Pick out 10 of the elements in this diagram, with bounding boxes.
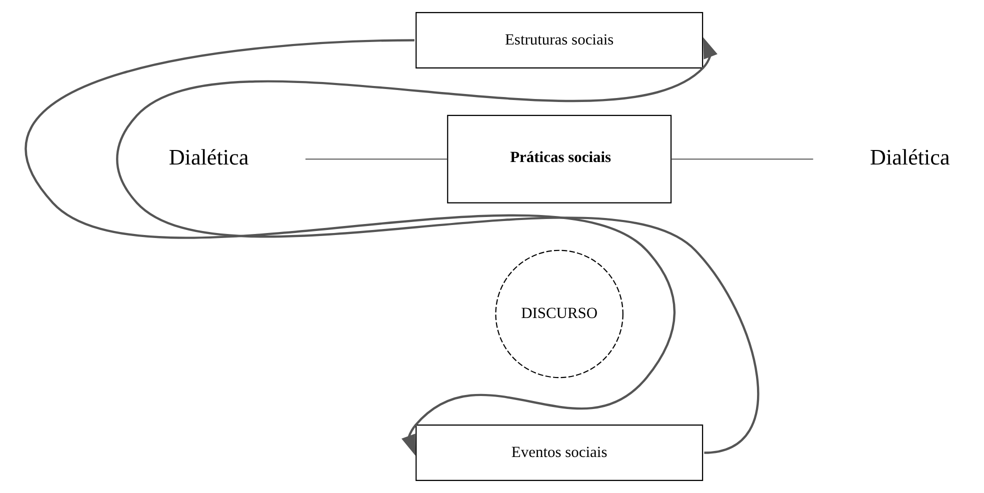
connector: [305, 158, 448, 160]
node-box: Estruturas sociais: [416, 12, 704, 68]
node-circle: DISCURSO: [495, 250, 624, 378]
label: Dialética: [168, 144, 249, 170]
label: Dialética: [870, 144, 950, 170]
node-box: Práticas sociais: [447, 114, 672, 204]
arrow: [26, 39, 676, 456]
connector: [671, 158, 814, 160]
arrow: [116, 37, 759, 454]
node-box: Eventos sociais: [416, 424, 704, 481]
